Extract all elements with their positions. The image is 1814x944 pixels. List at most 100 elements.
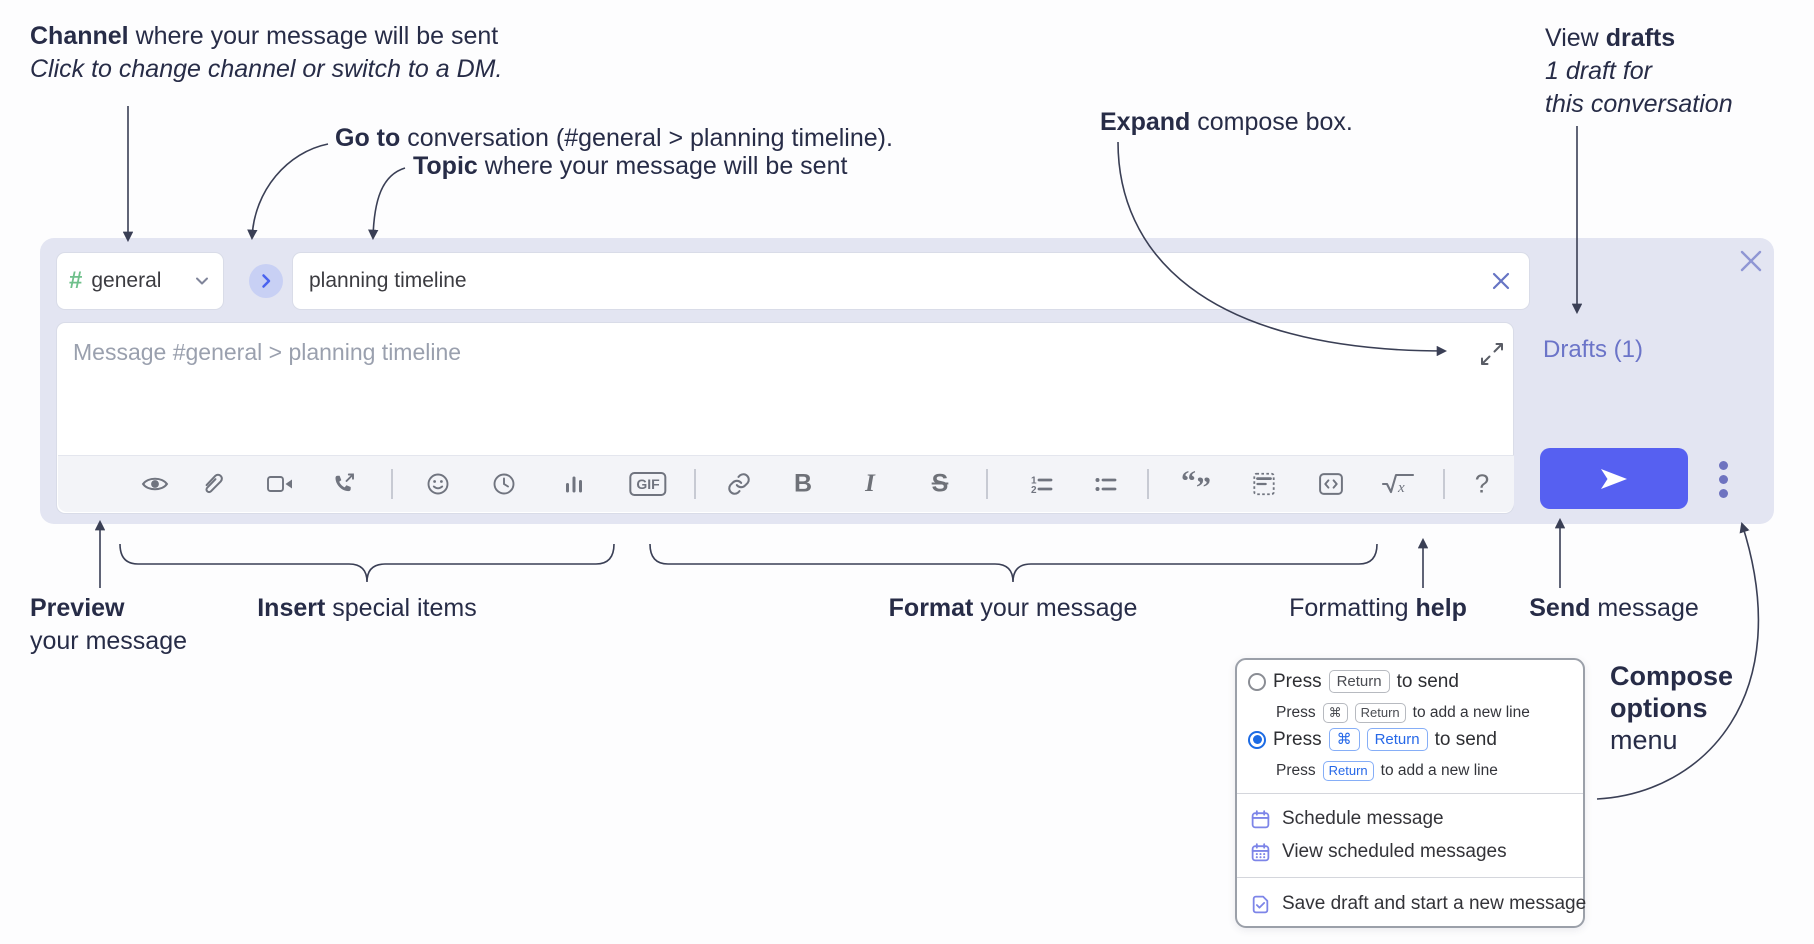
schedule-message-item[interactable]: Schedule message <box>1250 808 1444 830</box>
popup-separator <box>1237 877 1583 878</box>
emoji-icon[interactable] <box>425 471 451 497</box>
topic-input[interactable]: planning timeline <box>292 252 1530 310</box>
topic-arrow <box>368 167 406 241</box>
clear-topic-button[interactable] <box>1489 269 1513 293</box>
send-option-return[interactable]: Press Return to send <box>1248 670 1459 693</box>
send-option-cmd-return[interactable]: Press ⌘ Return to send <box>1248 728 1497 751</box>
channel-selector[interactable]: # general <box>56 252 224 310</box>
spoiler-icon[interactable] <box>1251 470 1277 498</box>
save-draft-item[interactable]: Save draft and start a new message <box>1250 893 1586 915</box>
voice-call-icon[interactable] <box>331 471 358 497</box>
compose-options-annotation: Compose options menu <box>1610 660 1733 756</box>
toolbar-divider <box>391 469 393 499</box>
drafts-annotation: View drafts 1 draft for this conversatio… <box>1545 22 1733 121</box>
popup-separator <box>1237 793 1583 794</box>
press-label: Press <box>1273 670 1322 692</box>
topic-value: planning timeline <box>309 269 467 292</box>
compose-box: # general planning timeline Message #gen… <box>40 238 1774 524</box>
radio-unselected-icon[interactable] <box>1248 672 1266 691</box>
message-input[interactable]: Message #general > planning timeline <box>56 322 1514 514</box>
format-brace <box>649 543 1378 583</box>
to-send-label: to send <box>1396 670 1459 692</box>
preview-annotation-bold: Preview <box>30 594 125 622</box>
send-icon <box>1601 468 1627 489</box>
drafts-annotation-line3: this conversation <box>1545 90 1733 118</box>
svg-text:2: 2 <box>1031 485 1037 496</box>
send-option-return-sub: Press ⌘ Return to add a new line <box>1276 703 1530 723</box>
drafts-annotation-line2: 1 draft for <box>1545 57 1652 85</box>
bold-icon[interactable]: B <box>793 469 813 498</box>
press-label: Press <box>1273 728 1322 750</box>
kbd-cmd: ⌘ <box>1328 728 1360 751</box>
expand-compose-button[interactable] <box>1479 341 1505 372</box>
gif-label: GIF <box>629 472 667 496</box>
compose-options-button[interactable] <box>1709 452 1737 506</box>
format-annotation: Format your message <box>889 592 1138 625</box>
send-annotation-rest: message <box>1590 594 1699 622</box>
attach-paperclip-icon[interactable] <box>199 470 225 498</box>
close-compose-button[interactable] <box>1736 246 1766 281</box>
drafts-link[interactable]: Drafts (1) <box>1543 336 1644 363</box>
drafts-annotation-regular: View <box>1545 24 1606 52</box>
toolbar-divider <box>1147 469 1149 499</box>
kbd-return: Return <box>1366 728 1428 751</box>
press-label: Press <box>1276 762 1316 779</box>
poll-icon[interactable] <box>561 471 587 497</box>
chevron-down-icon <box>196 277 208 285</box>
preview-annotation-line2: your message <box>30 627 188 655</box>
gif-icon[interactable]: GIF <box>629 472 667 496</box>
send-option-cmd-return-sub: Press Return to add a new line <box>1276 761 1498 781</box>
goto-conversation-button[interactable] <box>249 264 283 298</box>
goto-annotation-bold: Go to <box>335 124 401 152</box>
preview-annotation: Preview your message <box>30 592 187 658</box>
formatting-help-icon[interactable]: ? <box>1474 468 1490 499</box>
channel-hash-icon: # <box>69 267 83 294</box>
newline-label: to add a new line <box>1412 704 1530 721</box>
expand-annotation-rest: compose box. <box>1190 108 1353 136</box>
channel-annotation-line2: Click to change channel or switch to a D… <box>30 55 503 83</box>
kbd-cmd: ⌘ <box>1322 703 1348 723</box>
italic-icon[interactable]: I <box>865 470 875 497</box>
strikethrough-icon[interactable]: S <box>931 469 949 498</box>
drafts-annotation-bold: drafts <box>1605 24 1676 52</box>
svg-text:x: x <box>1397 480 1405 496</box>
channel-name: general <box>91 269 162 292</box>
quote-icon[interactable]: “” <box>1181 471 1215 497</box>
radio-selected-icon[interactable] <box>1248 730 1266 749</box>
channel-annotation: Channel where your message will be sent … <box>30 20 502 86</box>
svg-text:”: ” <box>1196 471 1211 497</box>
preview-eye-icon[interactable] <box>140 471 170 497</box>
kbd-return: Return <box>1354 703 1406 723</box>
chevron-right-icon <box>262 274 271 288</box>
close-icon <box>1740 250 1762 272</box>
send-annotation-bold: Send <box>1529 594 1591 622</box>
channel-annotation-rest: where your message will be sent <box>128 22 499 50</box>
message-placeholder: Message #general > planning timeline <box>73 339 462 365</box>
send-annotation: Send message <box>1529 592 1699 625</box>
insert-annotation: Insert special items <box>257 592 477 625</box>
view-scheduled-messages-item[interactable]: View scheduled messages <box>1250 841 1507 863</box>
kbd-return: Return <box>1328 670 1390 693</box>
close-icon <box>1492 272 1510 290</box>
send-button[interactable] <box>1540 448 1688 509</box>
channel-annotation-bold: Channel <box>30 22 129 50</box>
code-icon[interactable] <box>1318 471 1345 497</box>
format-annotation-bold: Format <box>888 594 974 622</box>
video-call-icon[interactable] <box>265 472 295 496</box>
expand-annotation: Expand compose box. <box>1100 106 1353 139</box>
compose-options-annotation-bold2: options <box>1610 693 1708 723</box>
global-time-icon[interactable] <box>491 471 517 497</box>
goto-arrow <box>247 143 329 241</box>
formatting-help-annotation-regular: Formatting <box>1289 594 1416 622</box>
save-draft-icon <box>1252 895 1269 913</box>
insert-brace <box>119 543 615 583</box>
link-icon[interactable] <box>726 471 752 497</box>
insert-annotation-rest: special items <box>325 594 477 622</box>
newline-label: to add a new line <box>1380 762 1498 779</box>
toolbar-divider <box>694 469 696 499</box>
bulleted-list-icon[interactable] <box>1093 471 1119 497</box>
math-icon[interactable]: x <box>1381 471 1415 497</box>
